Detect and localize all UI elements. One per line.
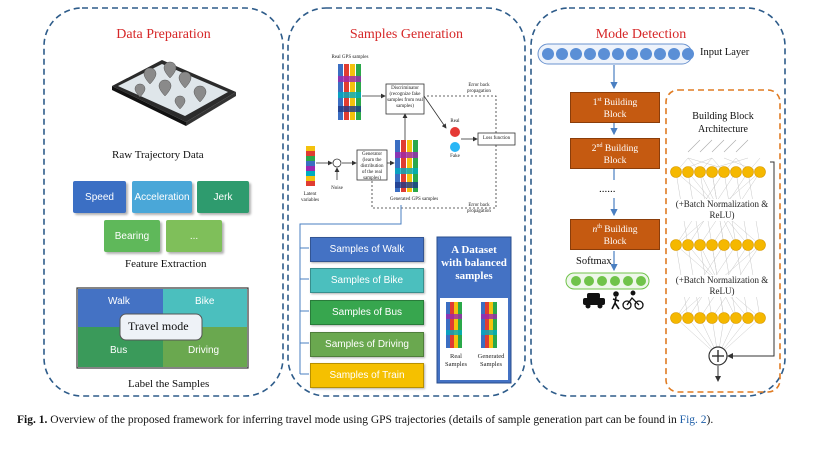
panel-title-mode-detection: Mode Detection [595,27,687,42]
loss-function-label: Loss function [482,136,511,141]
latent-variables-label: Latent variables [300,192,320,203]
car-icon [583,293,605,309]
real-label: Real [450,119,460,124]
figure-caption: Fig. 1. Overview of the proposed framewo… [17,413,817,428]
block-1-sup: st [597,96,602,103]
feature-more: ... [166,220,222,252]
loss-box [477,132,516,146]
caption-end: ). [706,414,714,426]
real-gps-label: Real GPS samples [331,55,369,60]
input-layer-label: Input Layer [700,47,750,58]
error-back-bottom-label: Error back propagation [467,203,491,214]
generated-samples-label: Generated Samples [477,353,505,368]
balanced-dataset-title: A Dataset with balanced samples [441,244,507,282]
bn-relu-1: (+Batch Normalization & ReLU) [672,199,772,221]
architecture-title: Building Block Architecture [692,111,754,135]
block-dots: ...... [599,183,616,195]
samples-bus: Samples of Bus [310,300,424,325]
generator-box [356,149,388,181]
panel-title-data-preparation: Data Preparation [116,27,211,42]
travel-mode-center [119,313,203,341]
discriminator-label: Discriminator (recognize fake samples fr… [387,86,423,109]
feature-jerk: Jerk [197,181,249,213]
building-block-n: nth Building Block [570,219,660,250]
block-1-num: 1 [592,98,598,109]
generated-gps-label: Generated GPS samples [389,197,439,202]
feature-speed: Speed [73,181,126,213]
phone-illustration [112,60,236,126]
building-block-2: 2nd Building Block [570,138,660,169]
block-2-sup: nd [596,142,603,149]
feature-acceleration: Acceleration [132,181,192,213]
travel-mode-label: Travel mode [128,319,189,333]
raw-trajectory-label: Raw Trajectory Data [112,149,204,161]
latent-stack [306,146,315,186]
block-2-num: 2 [591,144,597,155]
caption-label: Fig. 1. [17,414,48,426]
discriminator-box [385,83,425,115]
block-n-text2: Block [603,237,627,248]
feature-extraction-label: Feature Extraction [125,258,207,270]
block-2-text: Building [604,144,639,155]
bn-relu-2: (+Batch Normalization & ReLU) [672,275,772,297]
noise-label: Noise [331,186,343,191]
block-n-text: Building [604,225,638,236]
fake-dot [450,142,460,152]
panel-title-samples-generation: Samples Generation [349,27,464,42]
building-block-architecture [665,89,781,393]
caption-text: Overview of the proposed framework for i… [50,414,677,426]
mode-walk: Walk [108,296,130,307]
caption-figure-link[interactable]: Fig. 2 [679,414,707,426]
block-n-num: n [592,225,598,236]
label-samples-text: Label the Samples [128,378,210,390]
real-dot [450,127,460,137]
generated-gps-stack [395,140,418,192]
mode-bus: Bus [110,345,128,356]
samples-driving: Samples of Driving [310,332,424,357]
balanced-real-stack [446,302,462,348]
bb-layer-2 [670,239,766,251]
real-gps-stack [338,64,361,120]
block-n-sup: th [597,223,602,230]
block-2-text2: Block [603,156,627,167]
building-block-1: 1st Building Block [570,92,660,123]
error-back-top-label: Error back propagation [467,83,491,94]
softmax-label: Softmax [576,256,612,267]
samples-bike: Samples of Bike [310,268,424,293]
walk-icon [611,291,620,310]
bb-layer-1 [670,166,766,178]
panel-samples-generation [287,7,526,397]
samples-train: Samples of Train [310,363,424,388]
mode-driving: Driving [188,345,220,356]
feature-bearing: Bearing [104,220,160,252]
bike-icon [622,290,644,310]
generator-label: Generator (learn the distribution of the… [360,152,384,181]
fake-label: Fake [450,154,460,159]
samples-walk: Samples of Walk [310,237,424,262]
panel-data-preparation [43,7,284,397]
panel-mode-detection [530,7,786,397]
real-samples-label: Real Samples [444,353,468,368]
balanced-generated-stack [481,302,497,348]
block-1-text: Building [603,98,638,109]
bb-layer-3 [670,312,766,324]
block-1-text2: Block [603,110,627,121]
mode-bike: Bike [195,296,215,307]
